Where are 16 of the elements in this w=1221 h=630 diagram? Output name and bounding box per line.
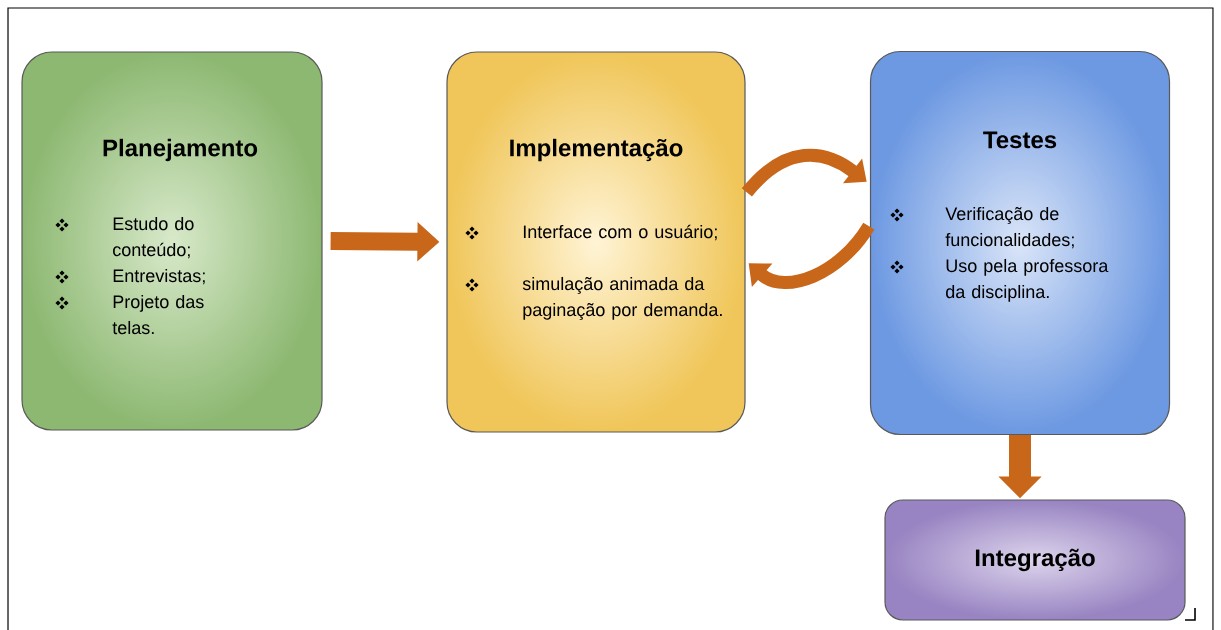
list-item: simulação animada da paginação por demanda.: [522, 276, 722, 320]
list-item: Entrevistas;: [113, 268, 205, 285]
process-box: [884, 499, 1186, 621]
box-heading: Integração: [975, 548, 1095, 572]
list-item: Estudo do conteúdo;: [113, 216, 194, 259]
process-box: [446, 51, 746, 433]
list-item: Verificação de funcionalidades;: [945, 206, 1074, 249]
box-heading: Testes: [983, 131, 1057, 149]
box-heading: Implementação: [510, 138, 683, 162]
list-item: Uso pela professora da disciplina.: [946, 258, 1109, 302]
list-item: Interface com o usuário;: [523, 224, 717, 241]
process-box: [21, 51, 323, 431]
block-arrow: [741, 148, 867, 197]
list-item: Projeto das telas.: [112, 294, 204, 335]
process-box: [869, 50, 1171, 436]
box-heading: Planejamento: [103, 138, 258, 162]
